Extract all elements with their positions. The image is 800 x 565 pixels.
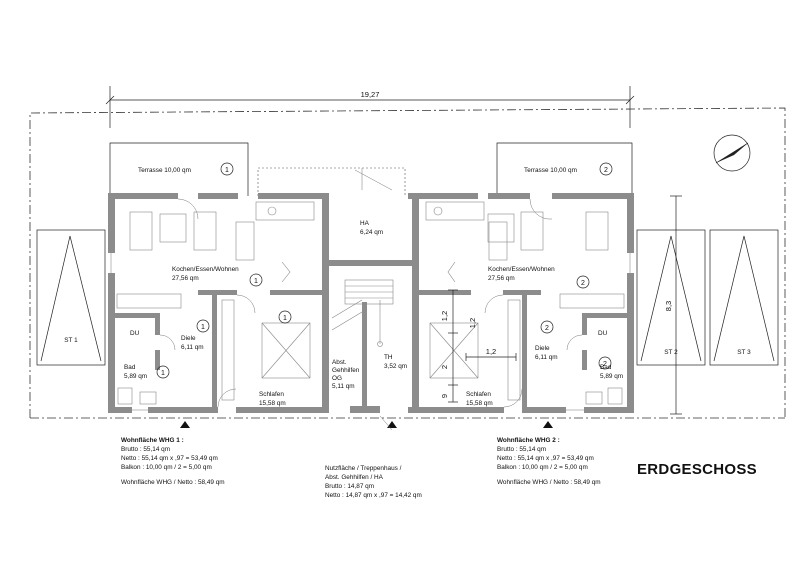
living-area: 27,56 qm — [172, 275, 199, 282]
living-name: Kochen/Essen/Wohnen — [488, 266, 555, 273]
doors-windows — [110, 168, 631, 431]
stair-dim-d: 1,2 — [468, 318, 477, 328]
bath-name: Bad — [124, 364, 136, 371]
side-dimension-label: 8,3 — [664, 301, 673, 311]
side-dimension: 8,3 — [664, 195, 682, 415]
parking-space-3 — [709, 229, 779, 366]
parking-label-2: ST 2 — [664, 349, 678, 356]
th-area: 3,52 qm — [384, 363, 407, 370]
summary-apt-2: Wohnfläche WHG 2 : Brutto : 55,14 qm Net… — [497, 437, 601, 486]
north-arrow-icon — [713, 134, 751, 172]
shower-label: DU — [598, 330, 608, 337]
summary-line: Abst. Gehhilfen / HA — [325, 474, 384, 481]
parking-label-3: ST 3 — [737, 349, 751, 356]
terrace-1 — [109, 142, 249, 196]
bedroom-area: 15,58 qm — [466, 400, 493, 407]
summary-line: Wohnfläche WHG / Netto : 58,49 qm — [497, 479, 601, 486]
walls — [108, 193, 634, 413]
summary-line: Netto : 55,14 qm x ,97 = 53,49 qm — [497, 455, 594, 462]
stair-dim-c: 9 — [440, 394, 449, 398]
canopy-outline — [257, 167, 406, 196]
summary-common: Nutzfläche / Treppenhaus / Abst. Gehhilf… — [325, 465, 422, 499]
summary-line: Wohnfläche WHG 1 : — [121, 437, 184, 444]
apt-badge: 2 — [603, 361, 607, 368]
summary-line: Brutto : 55,14 qm — [121, 446, 170, 453]
apt-badge: 1 — [161, 370, 165, 377]
hall-name: Diele — [181, 335, 196, 342]
bedroom-name: Schlafen — [466, 391, 491, 398]
apt-badge: 2 — [604, 167, 608, 174]
ha-area: 6,24 qm — [360, 229, 383, 236]
overall-dimension: 19,27 — [105, 86, 635, 128]
stair-dim-b: 2 — [440, 365, 449, 369]
storage-name-1: Abst. — [332, 359, 347, 366]
terrace-2 — [496, 142, 633, 196]
apt-badge: 2 — [581, 280, 585, 287]
stair-dimensions: 1,2 2 9 1,2 1,2 — [440, 289, 517, 403]
terrace-label: Terrasse 10,00 qm — [524, 167, 577, 174]
living-name: Kochen/Essen/Wohnen — [172, 266, 239, 273]
parking-space-1 — [36, 229, 106, 366]
storage-name-3: OG — [332, 375, 342, 382]
hall-area: 6,11 qm — [181, 344, 204, 351]
stair-dim-a: 1,2 — [440, 311, 449, 321]
parking-label-1: ST 1 — [64, 337, 78, 344]
th-name: TH — [384, 354, 393, 361]
bath-name: Bad — [600, 364, 612, 371]
bedroom-name: Schlafen — [259, 391, 284, 398]
living-area: 27,56 qm — [488, 275, 515, 282]
summary-line: Wohnfläche WHG 2 : — [497, 437, 560, 444]
summary-line: Balkon : 10,00 qm / 2 = 5,00 qm — [121, 464, 212, 471]
apt-badge: 1 — [201, 324, 205, 331]
hall-area: 6,11 qm — [535, 354, 558, 361]
summary-line: Nutzfläche / Treppenhaus / — [325, 465, 402, 472]
summary-line: Balkon : 10,00 qm / 2 = 5,00 qm — [497, 464, 588, 471]
hall-name: Diele — [535, 345, 550, 352]
summary-line: Wohnfläche WHG / Netto : 58,49 qm — [121, 479, 225, 486]
bath-area: 5,89 qm — [600, 373, 623, 380]
furniture-apt-1 — [116, 201, 315, 405]
ha-name: HA — [360, 220, 370, 227]
furniture-apt-2 — [425, 201, 625, 405]
storage-area: 5,11 qm — [332, 383, 355, 390]
terrace-label: Terrasse 10,00 qm — [138, 167, 191, 174]
apt-badge: 1 — [254, 278, 258, 285]
summary-line: Netto : 55,14 qm x ,97 = 53,49 qm — [121, 455, 218, 462]
apt-badge: 1 — [225, 167, 229, 174]
floor-title: ERDGESCHOSS — [637, 461, 757, 478]
stair-dim-landing: 1,2 — [486, 347, 496, 356]
labels-common: HA 6,24 qm Abst. Gehhilfen OG 5,11 qm TH… — [332, 220, 407, 390]
bath-area: 5,89 qm — [124, 373, 147, 380]
bedroom-area: 15,58 qm — [259, 400, 286, 407]
storage-name-2: Gehhilfen — [332, 367, 360, 374]
property-boundary — [29, 107, 786, 419]
labels-apt-1: Terrasse 10,00 qm 1 Kochen/Essen/Wohnen … — [124, 162, 292, 407]
apt-badge: 2 — [545, 325, 549, 332]
apt-badge: 1 — [283, 315, 287, 322]
shower-label: DU — [130, 330, 140, 337]
summary-apt-1: Wohnfläche WHG 1 : Brutto : 55,14 qm Net… — [121, 437, 225, 486]
summary-line: Netto : 14,87 qm x ,97 = 14,42 qm — [325, 492, 422, 499]
parking-space-2 — [636, 229, 706, 366]
labels-apt-2: Terrasse 10,00 qm 2 Kochen/Essen/Wohnen … — [466, 162, 623, 407]
summary-line: Brutto : 55,14 qm — [497, 446, 546, 453]
summary-line: Brutto : 14,87 qm — [325, 483, 374, 490]
staircase — [331, 279, 394, 347]
overall-dimension-label: 19,27 — [361, 90, 380, 99]
